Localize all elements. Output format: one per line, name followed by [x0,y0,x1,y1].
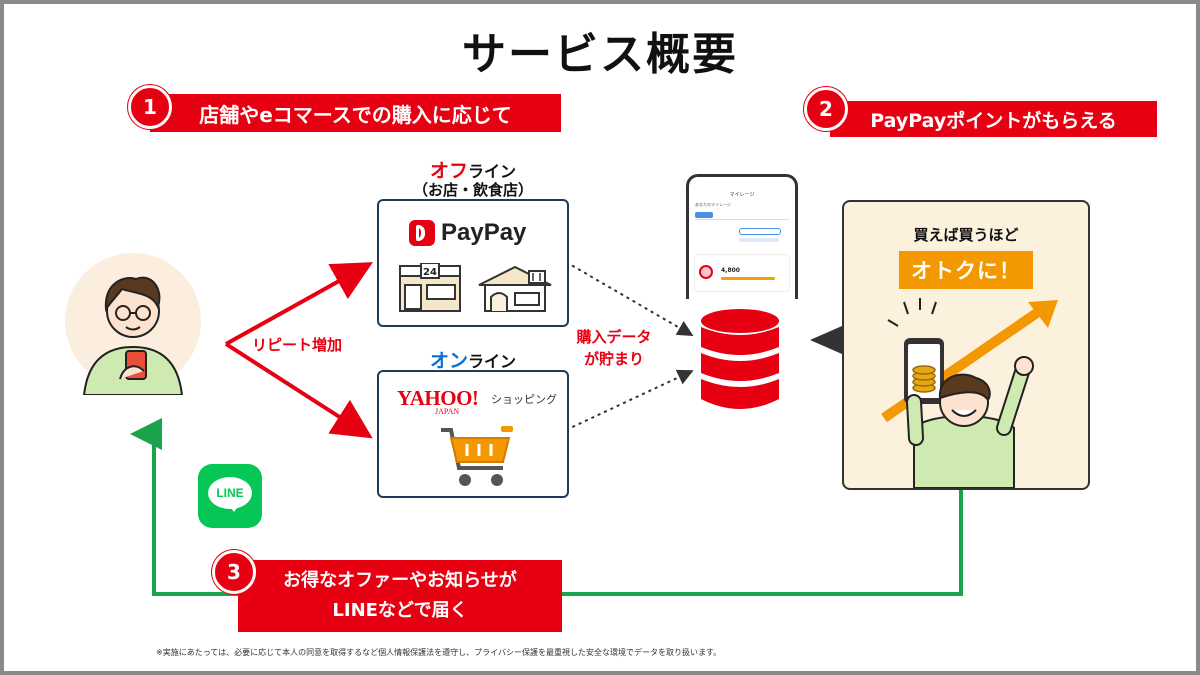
line-app-icon: LINE [198,464,262,528]
offline-heading-accent: オフ [429,160,468,182]
benefit-panel: 買えば買うほど オトクに！ [842,200,1090,490]
step3-label-line2: LINEなどで届く [332,600,468,621]
database-icon [701,309,779,409]
offline-subtitle: （お店・飲食店） [412,181,533,199]
data-label-line2: が貯まり [583,350,644,368]
step1-label: 店舗やeコマースでの購入に応じて [199,102,512,127]
dotted-arrow-offline [565,261,694,337]
yahoo-service-name: ショッピング [491,393,557,406]
offline-heading-rest: ライン [468,162,517,181]
online-heading: オンライン [380,346,566,373]
phone-chart-area [695,226,789,250]
shopping-cart-icon [441,426,513,486]
convenience-store-icon: 24 [399,263,461,312]
customer-avatar [64,247,202,396]
repeat-label: リピート増加 [252,336,343,354]
step2-number: 2 [804,87,848,131]
paypay-logo: PayPay [409,219,526,247]
online-heading-rest: ライン [468,352,517,371]
benefit-line2: オトクに！ [899,251,1033,289]
online-heading-accent: オン [429,350,468,372]
step1-number: 1 [128,85,172,129]
phone-card: 4,800 [694,254,790,292]
offline-card: PayPay 24 [377,199,569,327]
step2-banner: PayPayポイントがもらえる [830,101,1157,137]
phone-card-icon [699,265,713,279]
yahoo-logo: YAHOO! JAPAN [397,386,479,416]
offline-heading: オフライン [380,156,566,183]
phone-subheader: あなたのマイレージ [695,202,731,207]
phone-value: 4,800 [721,267,740,274]
step3-label-line1: お得なオファーやお知らせが [283,570,517,591]
footnote: ※実施にあたっては、必要に応じて本人の同意を取得するなど個人情報保護法を遵守し、… [156,648,722,657]
callout-pointer [810,326,842,354]
happy-person-illustration [881,298,1058,488]
step3-banner: お得なオファーやお知らせが LINEなどで届く [238,560,562,632]
benefit-line1: 買えば買うほど [913,226,1019,244]
phone-header: マイレージ [729,192,755,198]
paypay-logo-icon [409,220,435,246]
line-logo-text: LINE [216,486,244,500]
data-label: 購入データ が貯まり [570,326,658,370]
page-title: サービス概要 [462,29,738,80]
data-label-line1: 購入データ [576,328,652,346]
yahoo-logo-text: YAHOO! [397,386,479,410]
step3-number: 3 [212,550,256,594]
store-number: 24 [423,267,437,278]
step1-banner: 店舗やeコマースでの購入に応じて [150,94,561,132]
arrow-to-offline [225,262,373,346]
arrow-to-online [224,342,373,439]
yahoo-logo-sub: JAPAN [435,407,460,416]
dotted-arrow-online [565,369,694,431]
paypay-logo-text: PayPay [441,219,527,246]
phone-tabs [695,212,789,220]
slide: サービス概要 店舗やeコマースでの購入に応じて 1 PayPayポイントがもらえ… [4,4,1196,671]
restaurant-icon [478,265,552,312]
phone-mockup: マイレージ あなたのマイレージ 4,800 [686,174,798,299]
online-card: YAHOO! JAPAN ショッピング [377,370,569,498]
step2-label: PayPayポイントがもらえる [870,109,1117,132]
